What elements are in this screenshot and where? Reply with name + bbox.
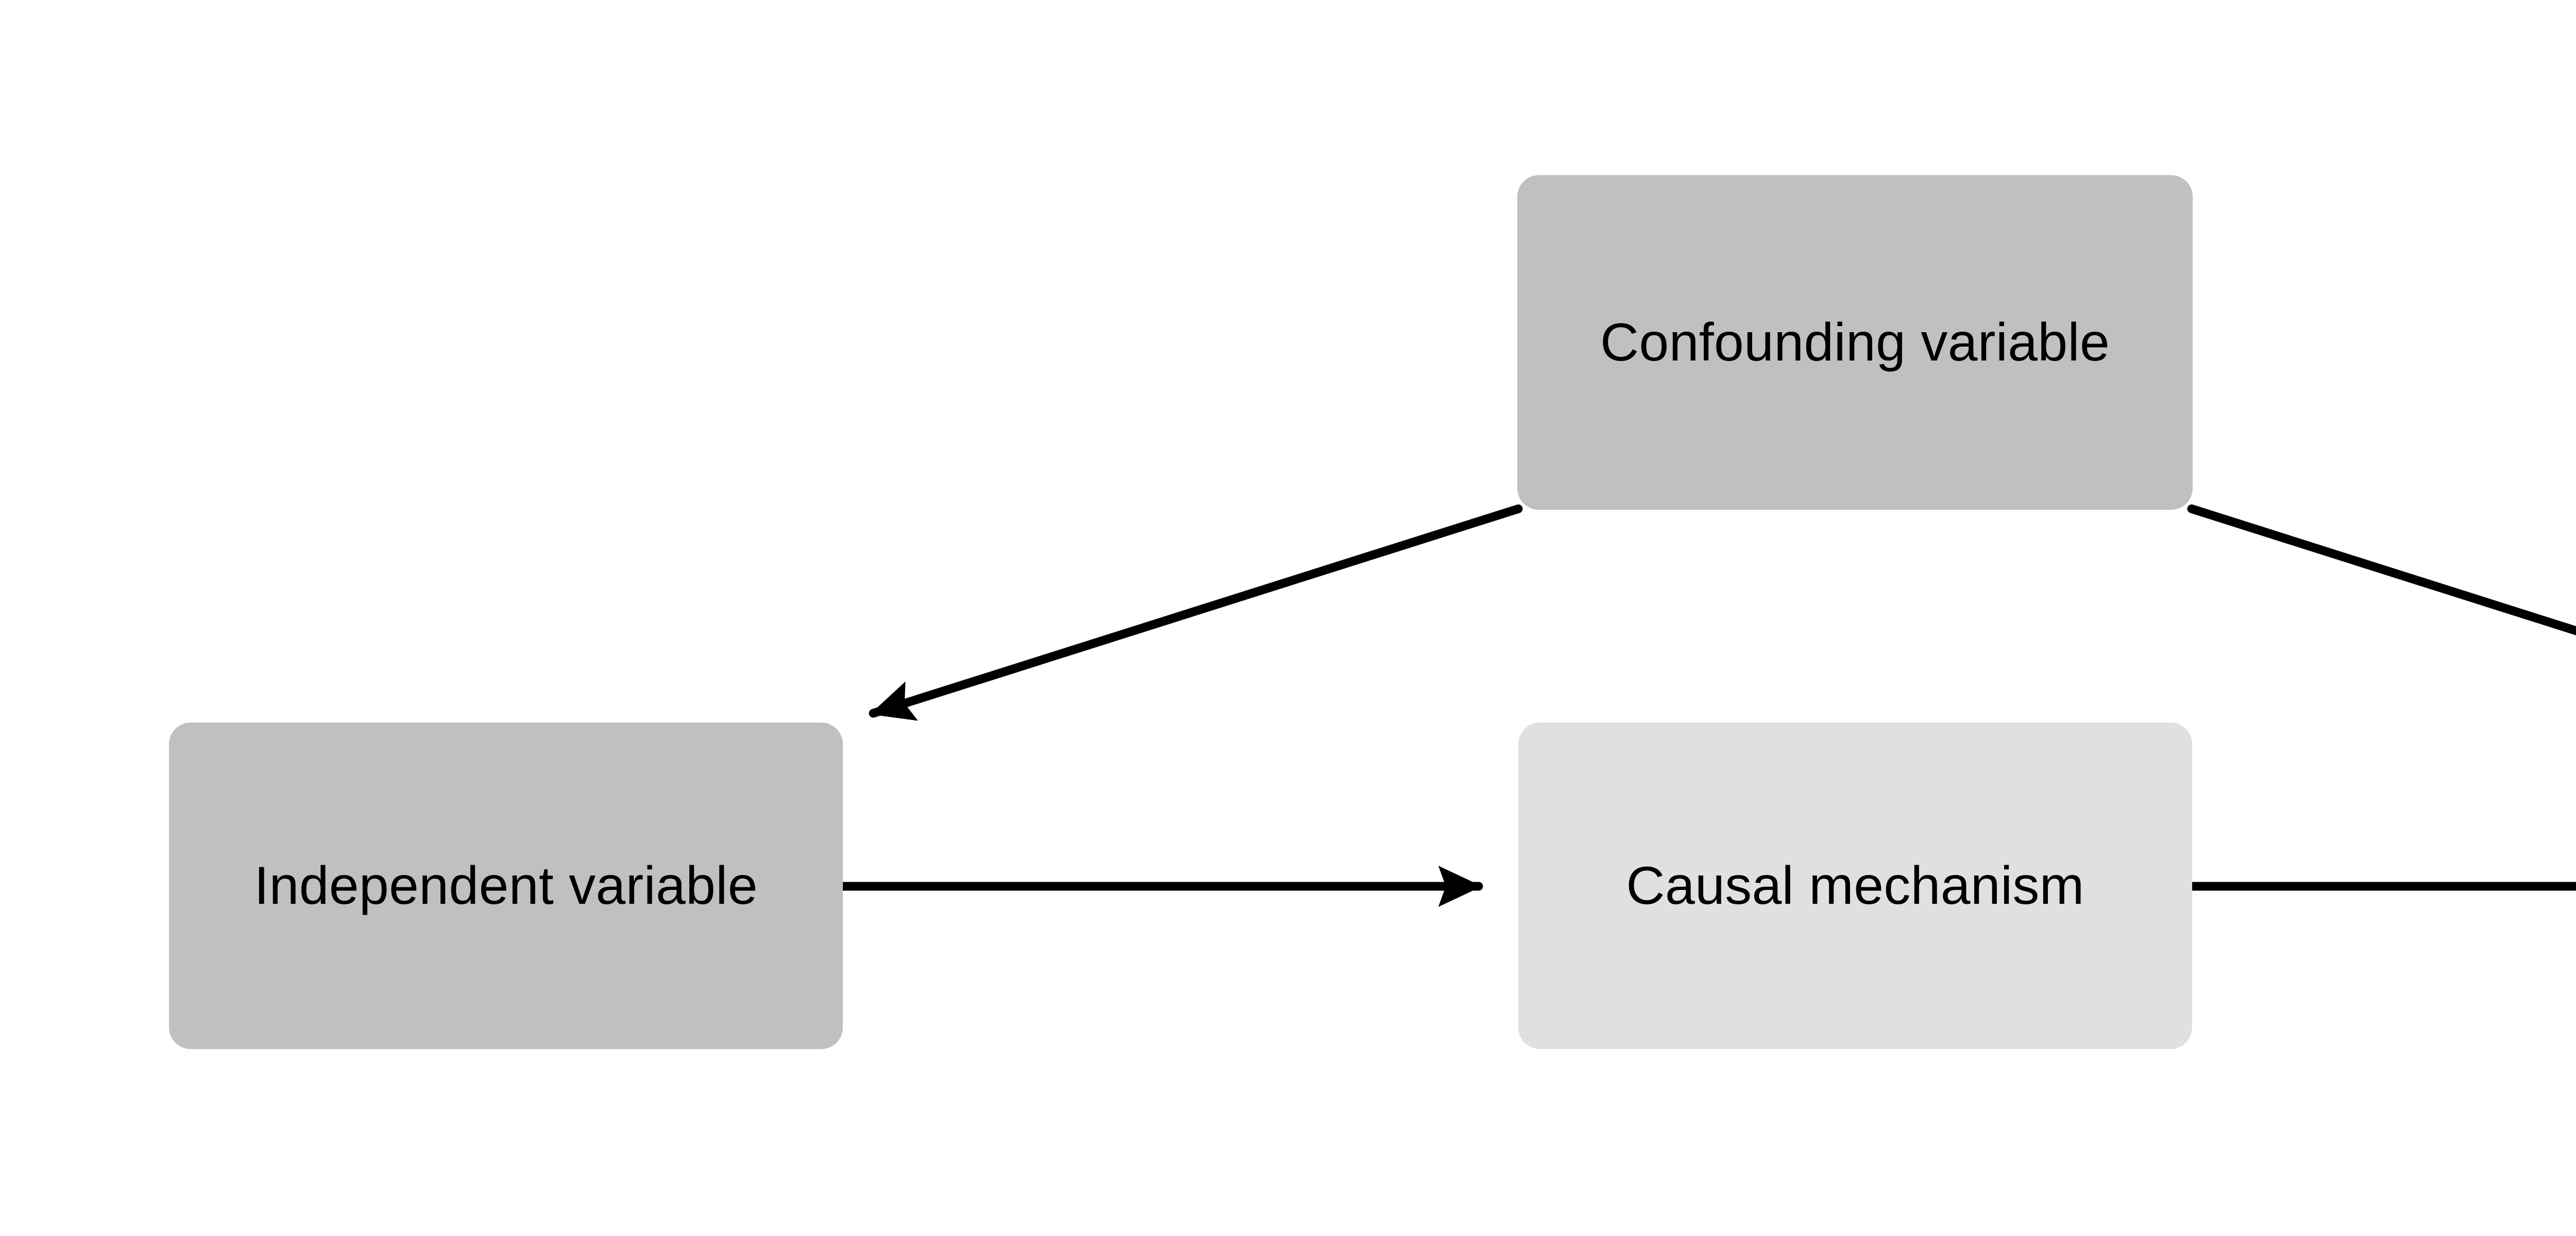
node-independent-variable[interactable]: Independent variable [169, 723, 843, 1049]
edge-confounding-to-independent [869, 504, 1523, 721]
node-causal-mechanism[interactable]: Causal mechanism [1518, 723, 2192, 1049]
node-confounding-variable[interactable]: Confounding variable [1517, 175, 2193, 510]
node-label-causal-mechanism: Causal mechanism [1626, 855, 2084, 916]
node-label-confounding-variable: Confounding variable [1600, 312, 2110, 372]
node-label-independent-variable: Independent variable [254, 855, 758, 916]
edge-confounding-to-dependent [2187, 504, 2576, 636]
